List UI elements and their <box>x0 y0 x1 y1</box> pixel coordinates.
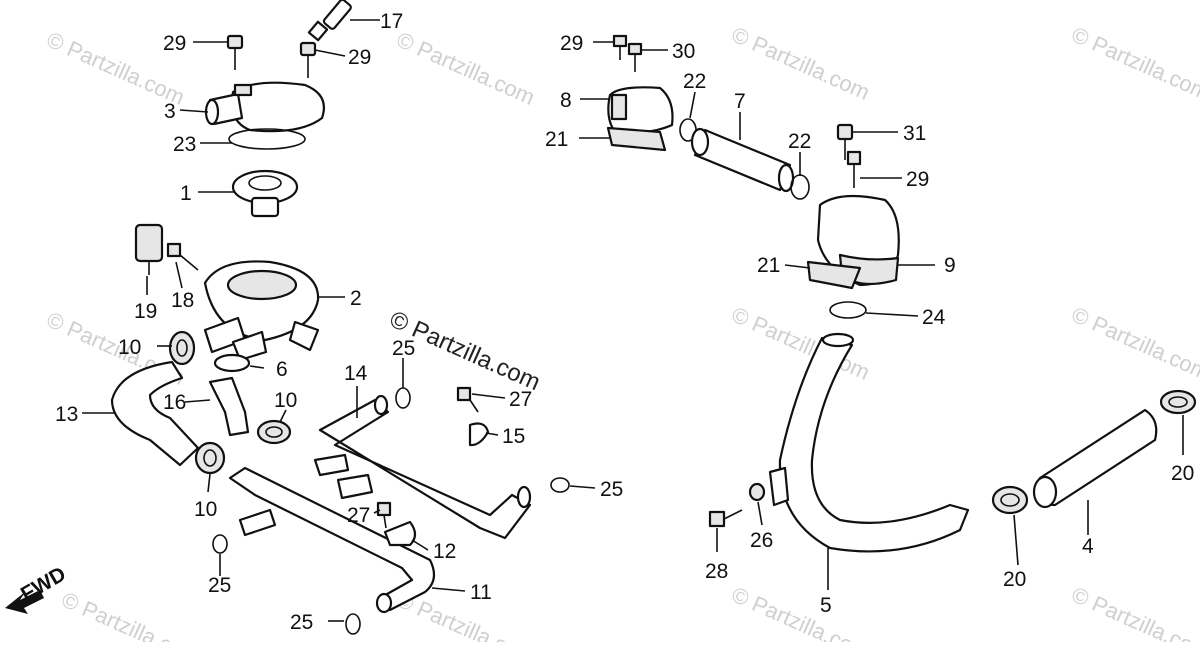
callout-30: 30 <box>672 40 695 63</box>
callout-16: 16 <box>163 391 186 414</box>
callout-4: 4 <box>1082 535 1094 558</box>
part-25-washer-b <box>550 477 570 493</box>
part-10-clamp-c <box>194 441 226 475</box>
part-25-washer-c <box>212 534 228 554</box>
part-27-bolt-b <box>376 501 392 529</box>
callout-21: 21 <box>757 254 780 277</box>
callout-9: 9 <box>944 254 956 277</box>
watermark: © Partzilla.com <box>728 22 874 105</box>
bolt-29-top <box>612 34 628 60</box>
callout-17: 17 <box>380 10 403 33</box>
callout-25: 25 <box>208 574 231 597</box>
part-21-gasket-a <box>606 126 667 152</box>
watermark: © Partzilla.com <box>393 27 539 110</box>
part-11-pipe <box>228 466 436 614</box>
callout-27: 27 <box>509 388 532 411</box>
part-25-washer-a <box>395 387 411 409</box>
callout-10: 10 <box>274 389 297 412</box>
callout-7: 7 <box>734 90 746 113</box>
part-6-clamp <box>213 353 251 373</box>
watermark: © Partzilla.com <box>58 587 204 642</box>
callout-28: 28 <box>705 560 728 583</box>
part-24-o-ring <box>829 301 867 319</box>
callout-15: 15 <box>502 425 525 448</box>
callout-22: 22 <box>788 130 811 153</box>
callout-26: 26 <box>750 529 773 552</box>
callout-25: 25 <box>392 337 415 360</box>
callout-10: 10 <box>194 498 217 521</box>
callout-20: 20 <box>1171 462 1194 485</box>
callout-2: 2 <box>350 287 362 310</box>
callout-21: 21 <box>545 128 568 151</box>
part-1-thermostat <box>231 169 299 218</box>
callout-8: 8 <box>560 89 572 112</box>
bolt-29-mid <box>846 150 862 188</box>
part-20-clamp-b <box>991 485 1029 515</box>
callout-25: 25 <box>290 611 313 634</box>
callout-12: 12 <box>433 540 456 563</box>
callout-29: 29 <box>560 32 583 55</box>
watermark: © Partzilla.com <box>1068 22 1200 105</box>
callout-22: 22 <box>683 70 706 93</box>
callout-23: 23 <box>173 133 196 156</box>
part-26-washer <box>748 482 766 502</box>
callout-24: 24 <box>922 306 946 329</box>
bolt-31 <box>836 123 854 160</box>
callout-18: 18 <box>171 289 194 312</box>
part-23-o-ring <box>228 128 306 150</box>
callout-29: 29 <box>906 168 929 191</box>
part-5-hose <box>778 336 970 553</box>
leader-lines <box>82 19 1184 622</box>
part-10-clamp-a <box>168 330 196 366</box>
callout-5: 5 <box>820 594 832 617</box>
callout-1: 1 <box>180 182 192 205</box>
callout-29: 29 <box>348 46 371 69</box>
part-21-gasket-b <box>806 260 862 290</box>
part-16-hose <box>208 376 250 437</box>
callout-27: 27 <box>347 504 370 527</box>
watermark: © Partzilla.com <box>728 582 874 642</box>
part-7-pipe <box>690 127 795 193</box>
part-27-bolt-a <box>456 386 479 413</box>
part-22-o-ring-b <box>790 174 810 200</box>
bolt-29-left <box>226 34 244 70</box>
part-3-thermostat-cover <box>204 81 326 133</box>
part-2-thermostat-housing <box>203 260 320 362</box>
callout-29: 29 <box>163 32 186 55</box>
part-18-bolt <box>166 242 199 271</box>
bolt-29-right <box>299 41 317 78</box>
part-25-washer-d <box>345 613 361 635</box>
part-17-sensor <box>307 0 352 42</box>
watermark: © Partzilla.com <box>1068 302 1200 385</box>
callout-6: 6 <box>276 358 288 381</box>
callout-19: 19 <box>134 300 157 323</box>
part-28-bolt <box>708 509 743 528</box>
callout-14: 14 <box>344 362 368 385</box>
watermark: © Partzilla.com <box>1068 582 1200 642</box>
callout-31: 31 <box>903 122 926 145</box>
part-5-bracket <box>768 466 790 507</box>
callout-25: 25 <box>600 478 623 501</box>
part-14-pipe <box>313 394 532 540</box>
callout-11: 11 <box>470 581 492 604</box>
callout-13: 13 <box>55 403 78 426</box>
part-20-clamp-a <box>1159 389 1197 415</box>
callout-10: 10 <box>118 336 141 359</box>
part-8-cover <box>607 86 674 134</box>
callout-3: 3 <box>164 100 176 123</box>
callout-20: 20 <box>1003 568 1026 591</box>
part-15-bracket <box>468 422 490 447</box>
part-12-bracket <box>383 520 417 547</box>
callouts: 29 17 29 3 23 1 19 18 2 10 6 16 10 13 10… <box>55 10 1194 634</box>
part-10-clamp-b <box>256 419 292 445</box>
part-13-hose <box>110 360 200 467</box>
bolt-30 <box>627 42 643 72</box>
part-4-hose-end <box>1032 475 1058 509</box>
part-19-switch <box>134 223 164 275</box>
part-5-hose-end <box>821 332 855 348</box>
